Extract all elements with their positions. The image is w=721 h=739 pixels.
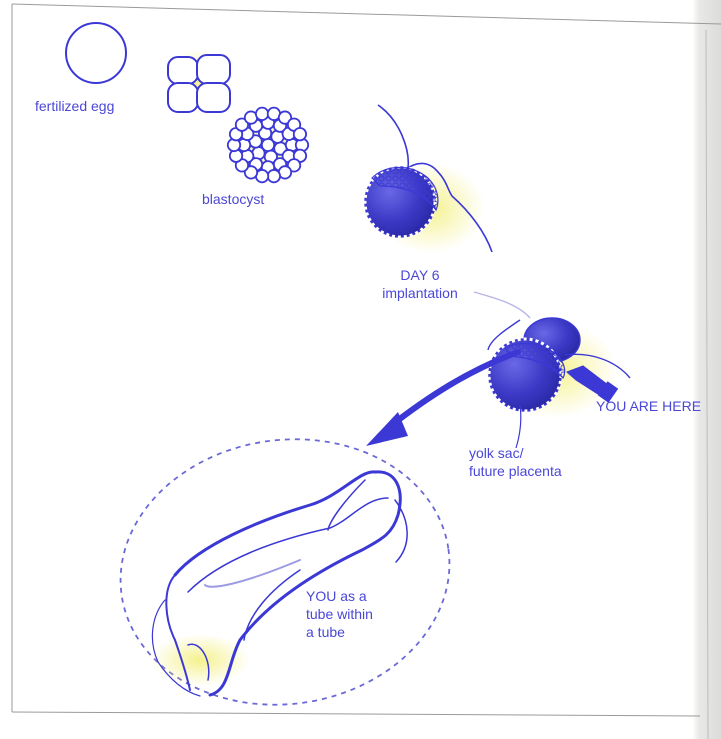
- label-future-placenta: future placenta: [469, 463, 562, 480]
- label-day6: DAY 6: [365, 267, 475, 284]
- blastocyst-cell: [268, 170, 280, 182]
- label-tube-within: tube within: [306, 606, 373, 623]
- blastocyst-cell: [256, 108, 268, 120]
- embryo-enclosure-oval: [103, 418, 467, 725]
- label-implantation: implantation: [365, 285, 475, 302]
- blastocyst-cluster: [228, 108, 308, 183]
- yolk-sac-embryo-illustration: [474, 292, 630, 448]
- label-you-are-here: YOU ARE HERE: [596, 398, 701, 415]
- tube-embryo-illustration: [150, 472, 407, 696]
- blastocyst-cell: [294, 128, 306, 140]
- label-blastocyst: blastocyst: [202, 191, 264, 208]
- fertilized-egg-cell: [66, 23, 126, 83]
- day6-implantation-illustration: [365, 105, 492, 253]
- label-a-tube: a tube: [306, 624, 345, 641]
- label-yolk-sac: yolk sac/: [469, 445, 523, 462]
- label-you-as-a: YOU as a: [306, 588, 367, 605]
- label-fertilized-egg: fertilized egg: [35, 98, 114, 115]
- four-cell-stage: [167, 49, 230, 112]
